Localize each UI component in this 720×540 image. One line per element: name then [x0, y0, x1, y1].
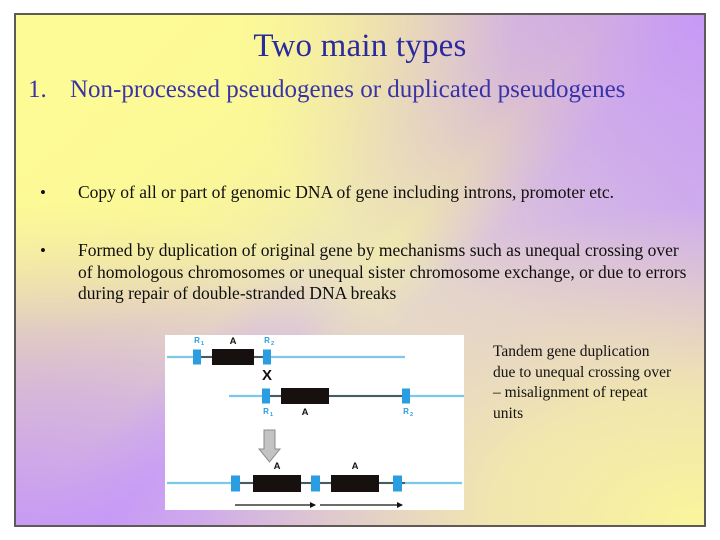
heading-number: 1.: [28, 76, 47, 103]
label-gene-a-product-right: A: [352, 461, 359, 472]
svg-text:2: 2: [271, 341, 274, 347]
label-repeat-r2-top: R: [264, 336, 270, 345]
label-gene-a-bottom: A: [302, 407, 309, 418]
label-repeat-r1-bottom: R: [263, 407, 269, 416]
figure-caption: Tandem gene duplication due to unequal c…: [493, 343, 672, 422]
label-repeat-r2-bottom: R: [403, 407, 409, 416]
slide-canvas: Two main types 1. Non-processed pseudoge…: [14, 13, 706, 527]
bullet-text: Copy of all or part of genomic DNA of ge…: [78, 182, 615, 202]
bullet-text: Formed by duplication of original gene b…: [78, 240, 687, 303]
unequal-crossing-over-figure: R 1 A R 2 X R 1 A R: [165, 335, 464, 510]
label-gene-a-product-left: A: [274, 461, 281, 472]
svg-text:2: 2: [410, 412, 413, 418]
bullet-item: • Copy of all or part of genomic DNA of …: [26, 182, 694, 204]
label-gene-a-top: A: [230, 336, 237, 347]
slide-content: Two main types 1. Non-processed pseudoge…: [16, 15, 704, 525]
bullet-item: • Formed by duplication of original gene…: [26, 240, 694, 305]
numbered-heading: 1. Non-processed pseudogenes or duplicat…: [26, 75, 686, 105]
crossover-x-symbol: X: [262, 367, 272, 384]
svg-text:1: 1: [201, 341, 204, 347]
slide-title: Two main types: [253, 28, 467, 64]
label-repeat-r1-top: R: [194, 336, 200, 345]
heading-text: Non-processed pseudogenes or duplicated …: [70, 76, 626, 103]
bullet-marker-icon: •: [40, 241, 46, 260]
svg-text:1: 1: [270, 412, 273, 418]
bullet-marker-icon: •: [40, 183, 46, 202]
